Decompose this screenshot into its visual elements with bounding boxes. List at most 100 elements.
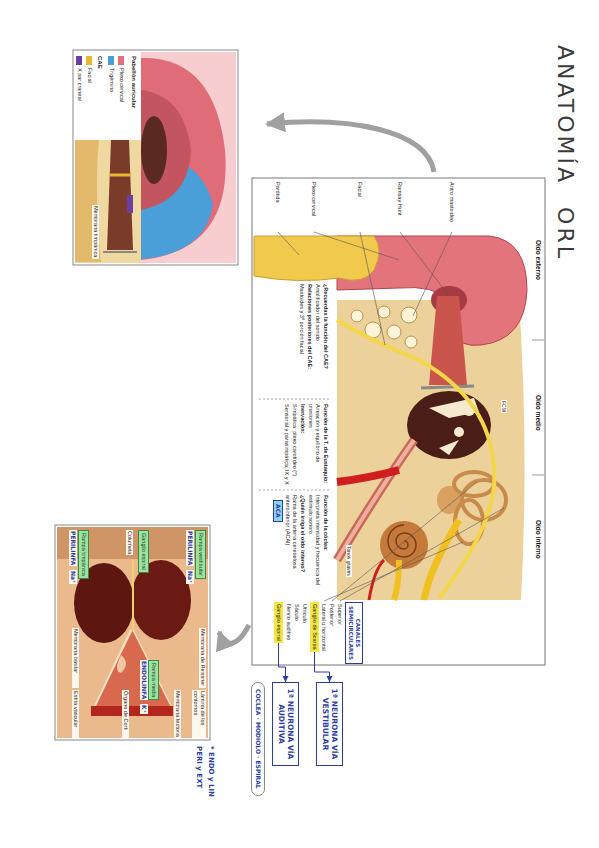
connector-arrow [315, 652, 330, 682]
node-text: 1ª NEURONA VÍA AUDITIVA [276, 686, 295, 762]
part-label: Parótida [274, 182, 281, 230]
part-label: Membrana tectoria [174, 690, 181, 738]
auricle-panel [141, 58, 226, 260]
cochlea-panel [117, 655, 126, 673]
highlight-label: ACA [274, 500, 284, 522]
node-text: CANALES SEMICIRCULARES [347, 605, 361, 661]
part-label: Facial [356, 182, 363, 230]
mastoid-cells [387, 325, 401, 339]
note-heading: Inervación: [299, 404, 306, 486]
inner-ear [388, 525, 416, 557]
center-frame [252, 178, 545, 665]
handwritten-note: * ENDO y LIN [206, 746, 215, 797]
legend-text: Trigémino [109, 68, 115, 92]
cochlea-panel [91, 706, 173, 716]
legend-text: Facial [87, 68, 93, 83]
note-bubble: COCLEA · MODIOLO · ESPIRAL [252, 682, 266, 796]
panel-arrows [267, 122, 434, 172]
temporal-bone [337, 300, 525, 600]
auricle-panel [103, 251, 137, 253]
cochlea-panel [55, 525, 210, 740]
note-heading: Pabellón auricular [130, 56, 138, 108]
node-text: Rampa vestibular [197, 533, 204, 576]
center-frame [252, 178, 545, 665]
legend-swatch [86, 56, 92, 65]
nerves [337, 320, 494, 598]
leader-lines [278, 232, 299, 255]
auricle-panel [141, 52, 236, 263]
legend-row: X par craneal [76, 56, 83, 101]
handwritten-note: PERI y EXT [194, 746, 203, 788]
region-header: Oído interno [534, 520, 542, 559]
center-frame [259, 399, 329, 400]
legend-row: Trigémino [108, 56, 115, 92]
nerves [394, 560, 399, 600]
auricle-panel [141, 116, 167, 184]
part-label: Amplificador del sonido [314, 284, 321, 394]
legend-swatch [118, 56, 124, 65]
middle-ear [407, 391, 491, 459]
part-label: Posterior [328, 604, 335, 662]
ear-canal [421, 386, 474, 388]
highlight-label: Ganglio de Scarpa [310, 602, 319, 652]
handwritten-note: Na⁺ [70, 570, 78, 584]
panel-arrows [219, 122, 434, 643]
auricle-panel [107, 140, 133, 250]
handwritten-note: K⁺ [141, 704, 149, 714]
highlight-label: Rampa timpánica [78, 530, 89, 579]
legend-row: Facial [86, 56, 93, 83]
part-label: FCM [501, 400, 507, 413]
parotid-gland [254, 236, 379, 281]
leader-lines [332, 482, 477, 601]
part-label: Ramsay Hunt [396, 182, 403, 230]
handwritten-note: PERILINFA [70, 530, 78, 566]
legend-text: Plexo cervical [119, 68, 125, 102]
cochlea-panel [94, 630, 171, 708]
connector-arrow [279, 643, 286, 682]
leader-lines [400, 232, 449, 296]
node-text: Ganglio de Scarpa [311, 604, 318, 650]
center-frame [259, 490, 329, 491]
note-heading: Función de la cóclea: [322, 495, 329, 597]
highlight-label: Rampa media [148, 660, 159, 700]
auricle-panel [141, 90, 191, 210]
middle-ear [407, 391, 491, 459]
part-label: Interpreta intensidad y frecuencia del e… [307, 495, 321, 597]
part-label: Plexo cervical [310, 182, 317, 230]
part-label: Antro mastoideo [448, 182, 455, 230]
region-header: Oído externo [534, 240, 542, 280]
node-text: ACA [275, 504, 283, 518]
middle-ear [454, 427, 464, 437]
part-label: Rama de la arteria cerebelosa anteroinfe… [284, 495, 298, 597]
legend-swatch [76, 56, 82, 65]
auricle-panel [110, 174, 131, 177]
part-label: Órgano de Corti [122, 690, 129, 738]
part-label: Lateral u horizontal [320, 604, 327, 662]
mastoid-cells [351, 310, 363, 322]
node-text: Ganglio espiral [275, 604, 282, 641]
node-text: Ganglio espiral [140, 533, 147, 570]
part-label: Aireación y equilibrio de presiones [307, 404, 321, 486]
cochlea-panel [132, 560, 134, 630]
part-label: Simpática: plexo carotídeo (*) [291, 404, 298, 486]
handwritten-box: 1ª NEURONA VÍA AUDITIVA [272, 682, 299, 766]
part-label: Membrana timpánica [92, 205, 99, 259]
handwritten-box: 1ª NEURONA VÍA VESTIBULAR [316, 682, 343, 766]
mastoid-cells [378, 306, 390, 318]
part-label: Utrículo [301, 604, 308, 662]
highlight-label: Ganglio espiral [274, 602, 283, 643]
part-label: Nervio auditivo [285, 604, 292, 662]
part-label: Estría vascular [72, 690, 79, 738]
node-text: 1ª NEURONA VÍA VESTIBULAR [320, 686, 339, 762]
part-label: Membrana basilar [72, 628, 79, 688]
legend-text: X par craneal [77, 68, 83, 101]
part-label: Sáculo [293, 604, 300, 662]
highlight-label: Rampa vestibular [195, 530, 206, 579]
auricle-panel [127, 195, 133, 213]
handwritten-note: PERILINFA [187, 530, 195, 566]
part-label: Mastoides y 3ª porción facial [298, 284, 305, 394]
auricle-panel [73, 50, 238, 265]
part-label: Superior [336, 604, 343, 662]
